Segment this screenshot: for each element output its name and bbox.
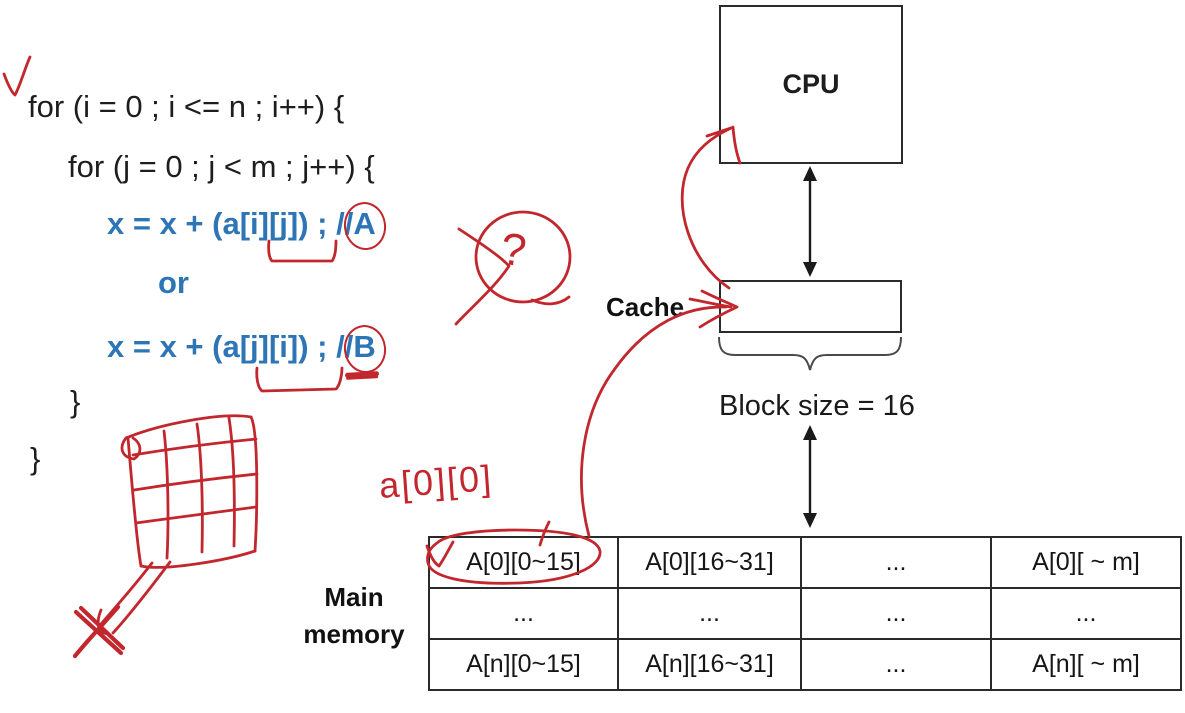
code-outer-for: for (i = 0 ; i <= n ; i++) {	[28, 89, 345, 124]
memory-cell: A[n][16~31]	[617, 638, 802, 691]
main-memory-table: A[0][0~15] A[0][16~31] ... A[0][ ~ m] ..…	[428, 536, 1182, 691]
table-row: A[0][0~15] A[0][16~31] ... A[0][ ~ m]	[428, 536, 1182, 589]
table-row: A[n][0~15] A[n][16~31] ... A[n][ ~ m]	[428, 638, 1182, 691]
memory-cell: ...	[617, 587, 802, 640]
cpu-cache-data-arrow	[803, 166, 817, 277]
main-memory-label-line2: memory	[303, 619, 405, 649]
code-stmt-b-label: B	[353, 329, 376, 364]
memory-cell: A[0][0~15]	[428, 536, 619, 589]
index-underbracket-a	[267, 239, 338, 263]
memory-to-cache-arrow	[580, 289, 739, 538]
memory-cell: ...	[990, 587, 1182, 640]
cache-memory-data-arrow	[803, 425, 817, 528]
code-stmt-a-label: A	[353, 206, 376, 241]
question-circle-tail	[530, 295, 571, 306]
memory-cell: ...	[428, 587, 619, 640]
index-underbracket-b	[255, 366, 344, 393]
code-close-outer: }	[30, 441, 41, 476]
cache-box	[719, 280, 902, 333]
matrix-sketch	[120, 414, 259, 569]
main-memory-label: Main memory	[291, 579, 417, 653]
code-stmt-b-text: x = x + (a[j][i]) ; //	[107, 329, 354, 364]
code-stmt-a: x = x + (a[i][j]) ; //A	[107, 205, 376, 243]
code-close-inner: }	[70, 384, 81, 419]
memory-cell: A[n][0~15]	[428, 638, 619, 691]
code-stmt-a-text: x = x + (a[i][j]) ; //	[107, 206, 354, 241]
cache-underbrace-shape	[718, 336, 902, 371]
table-row: ... ... ... ...	[428, 587, 1182, 640]
memory-cell: ...	[800, 536, 992, 589]
cache-label: Cache	[606, 292, 685, 322]
cpu-label: CPU	[782, 69, 840, 99]
memory-cell: A[0][ ~ m]	[990, 536, 1182, 589]
block-size-label: Block size = 16	[719, 390, 915, 422]
memory-cell: A[n][ ~ m]	[990, 638, 1182, 691]
cpu-box: CPU	[719, 5, 903, 164]
memory-cell: A[0][16~31]	[617, 536, 802, 589]
memory-cell: ...	[800, 587, 992, 640]
memory-cell: ...	[800, 638, 992, 691]
correct-checkmark	[2, 55, 32, 97]
matrix-arrow	[96, 560, 172, 636]
question-mark-annotation: ?	[498, 222, 530, 277]
handwritten-cell-ref: a[0][0]	[377, 457, 495, 506]
code-or: or	[158, 265, 189, 300]
main-memory-label-line1: Main	[324, 582, 384, 612]
code-inner-for: for (j = 0 ; j < m ; j++) {	[68, 149, 375, 184]
code-stmt-b: x = x + (a[j][i]) ; //B	[107, 328, 376, 366]
x-mark	[72, 604, 126, 659]
